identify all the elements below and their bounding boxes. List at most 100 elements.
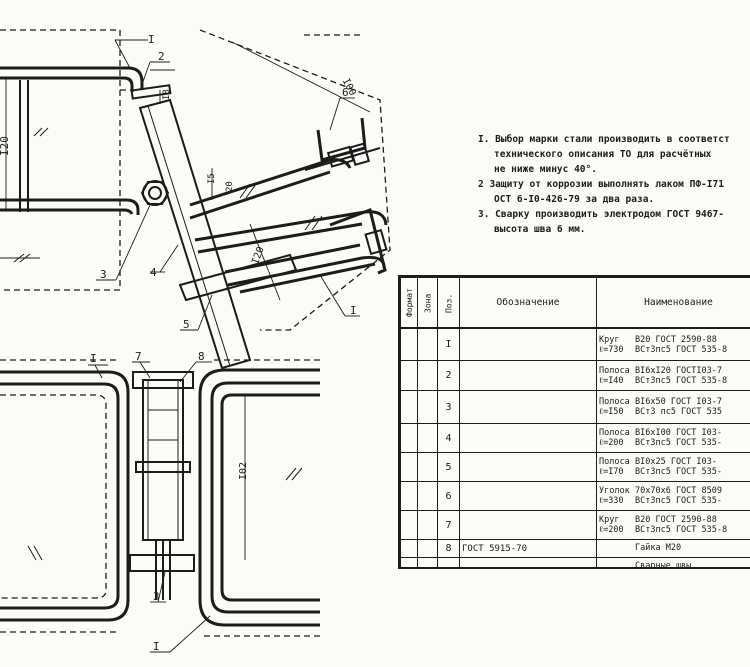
pos-2-label: 2: [158, 50, 165, 63]
cell-pos: 6: [437, 481, 460, 511]
note-2-line-2: ОСТ 6-I0-426-79 за два раза.: [494, 194, 655, 205]
name-length-label: ℓ=200: [599, 438, 624, 448]
dim-20-label: 20: [225, 181, 235, 192]
name-type-label: Полоса: [599, 457, 630, 467]
name-spec-line-1: BI6x50 ГОСТ I03-7: [635, 397, 722, 407]
cell-zone: [417, 390, 438, 424]
header-format: Формат: [400, 277, 418, 328]
note-1-line-3: не ниже минус 40°.: [494, 164, 597, 175]
pos-8-label: 8: [198, 350, 205, 363]
name-type-label: Полоса: [599, 428, 630, 438]
name-spec: BI0x25 ГОСТ I03-ВСт3пс5 ГОСТ 535-: [635, 457, 722, 477]
cell-pos: I: [437, 328, 460, 361]
cell-pos: 2: [437, 360, 460, 391]
name-length-label: ℓ=200: [599, 525, 624, 535]
dim-102-label: I02: [238, 462, 249, 480]
name-spec-line-1: Сварные швы: [635, 560, 692, 569]
cell-designation: [459, 510, 597, 540]
cell-pos: [437, 557, 460, 567]
cell-format: [400, 423, 418, 453]
name-spec-line-2: ВСт3пс5 ГОСТ 535-: [635, 467, 722, 477]
pos-1-bottom-left-label: I: [90, 352, 97, 365]
bottom-view: I02 I 7 8 3 I: [0, 350, 320, 653]
cell-designation: ГОСТ 5915-70: [459, 539, 597, 558]
cell-zone: [417, 452, 438, 482]
name-spec-line-2: ВСт3пс5 ГОСТ 535-: [635, 496, 722, 506]
header-designation: Обозначение: [459, 277, 597, 328]
name-type: [599, 543, 635, 553]
header-pos: Поз.: [437, 277, 460, 328]
cell-format: [400, 452, 418, 482]
cell-pos: 8: [437, 539, 460, 558]
name-length-label: ℓ=330: [599, 496, 624, 506]
name-type-label: Полоса: [599, 397, 630, 407]
cell-format: [400, 390, 418, 424]
cell-designation: [459, 360, 597, 391]
name-spec-line-2: ВСт3пс5 ГОСТ 535-8: [635, 375, 728, 386]
cell-zone: [417, 360, 438, 391]
cell-designation: [459, 557, 597, 567]
note-1-line-1: I. Выбор марки стали производить в соотв…: [478, 134, 730, 145]
pos-3-bottom-label: 3: [153, 590, 160, 603]
name-spec-line-2: ВСт3пс5 ГОСТ 535-: [635, 438, 722, 448]
cell-designation: [459, 481, 597, 511]
name-spec-line-2: ВСт3пс5 ГОСТ 535-8: [635, 525, 728, 535]
cell-pos: 3: [437, 390, 460, 424]
cell-zone: [417, 510, 438, 540]
note-2-line-1: 2 Защиту от коррозии выполнять лаком ПФ-…: [478, 179, 724, 190]
name-type-label: Полоса: [599, 365, 630, 376]
name-spec-line-1: Гайка М20: [635, 543, 682, 554]
name-spec-line-1: В20 ГОСТ 2590-88: [635, 515, 717, 525]
name-length-label: ℓ=I70: [599, 467, 624, 477]
name-type-label: Круг: [599, 334, 620, 345]
pos-4-label: 4: [150, 266, 157, 279]
cell-format: [400, 481, 418, 511]
header-zone: Зона: [417, 277, 438, 328]
table-header-row: Формат Зона Поз. Обозначение Наименовани…: [400, 277, 750, 328]
cell-zone: [417, 539, 438, 558]
name-spec-line-1: BI0x25 ГОСТ I03-: [635, 457, 717, 467]
cell-format: [400, 539, 418, 558]
pos-1-bottom-label: I: [153, 640, 160, 653]
cell-zone: [417, 423, 438, 453]
cell-designation: [459, 328, 597, 361]
name-spec-line-2: ВСт3 пс5 ГОСТ 535: [635, 407, 722, 417]
specification-table: Формат Зона Поз. Обозначение Наименовани…: [398, 275, 750, 569]
cell-name: Гайка М20: [596, 539, 750, 558]
name-spec-line-1: BI6xI20 ГОСТI03-7: [635, 365, 722, 376]
cell-zone: [417, 328, 438, 361]
name-spec-line-1: 70x70x6 ГОСТ 8509: [635, 486, 722, 496]
pos-5-label: 5: [183, 318, 190, 331]
name-length-label: ℓ=730: [599, 344, 624, 355]
name-spec: Гайка М20: [635, 543, 681, 553]
name-type-label: Уголок: [599, 486, 630, 496]
cell-designation: [459, 390, 597, 424]
cell-zone: [417, 481, 438, 511]
pos-3-top-label: 3: [100, 268, 107, 281]
top-left-view: I20 I8 I00 I5: [0, 29, 391, 370]
name-spec-line-1: BI6xI00 ГОСТ I03-: [635, 428, 722, 438]
cell-format: [400, 557, 418, 567]
note-3-line-1: 3. Сварку производить электродом ГОСТ 94…: [478, 209, 724, 220]
note-1-line-2: технического описания ТО для расчётных: [494, 149, 712, 160]
dim-18-label: I8: [162, 89, 172, 100]
